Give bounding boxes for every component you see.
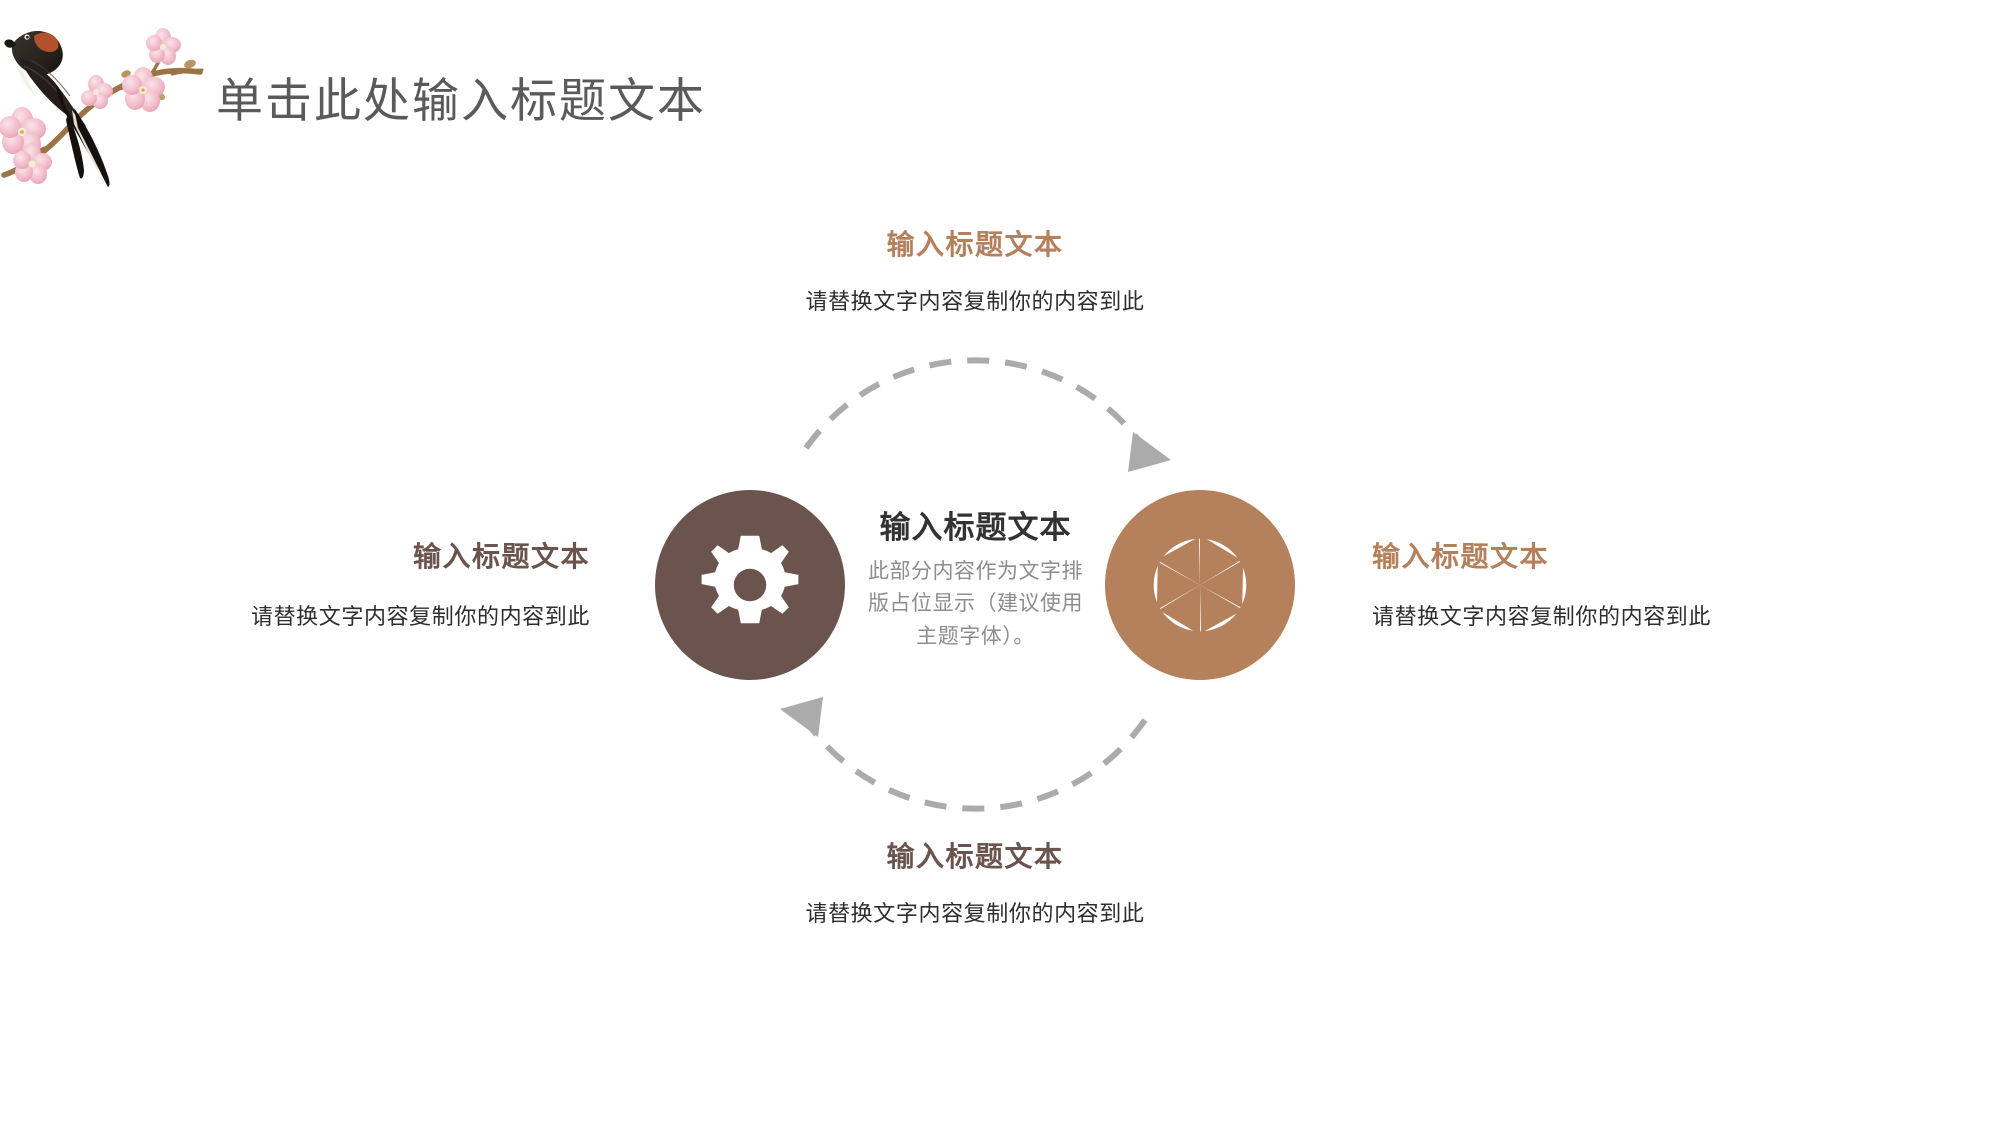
center-body-text: 此部分内容作为文字排版占位显示（建议使用主题字体）。: [868, 559, 1083, 648]
label-group-top: 输入标题文本 请替换文字内容复制你的内容到此: [575, 228, 1375, 315]
aperture-icon: [1147, 532, 1253, 638]
page-title: 单击此处输入标题文本: [216, 74, 706, 127]
label-bottom-body: 请替换文字内容复制你的内容到此: [805, 900, 1145, 926]
gear-icon: [701, 535, 799, 624]
gear-node-disc[interactable]: [655, 490, 845, 680]
label-group-bottom: 输入标题文本 请替换文字内容复制你的内容到此: [575, 840, 1375, 927]
top-arc-arrow: [803, 357, 1171, 472]
label-right-body: 请替换文字内容复制你的内容到此: [1372, 603, 1712, 629]
aperture-node-disc[interactable]: [1105, 490, 1295, 680]
label-top-body: 请替换文字内容复制你的内容到此: [805, 288, 1145, 314]
center-heading: 输入标题文本: [879, 510, 1072, 545]
bottom-arc-arrow: [780, 697, 1148, 812]
label-bottom-title: 输入标题文本: [886, 841, 1064, 872]
label-right-title: 输入标题文本: [1372, 541, 1550, 572]
center-text-block: 输入标题文本 此部分内容作为文字排版占位显示（建议使用主题字体）。: [858, 510, 1093, 653]
label-left-title: 输入标题文本: [412, 541, 590, 572]
label-group-right: 输入标题文本 请替换文字内容复制你的内容到此: [1372, 540, 1852, 630]
label-group-left: 输入标题文本 请替换文字内容复制你的内容到此: [140, 540, 590, 630]
label-top-title: 输入标题文本: [886, 229, 1064, 260]
label-left-body: 请替换文字内容复制你的内容到此: [250, 603, 590, 629]
